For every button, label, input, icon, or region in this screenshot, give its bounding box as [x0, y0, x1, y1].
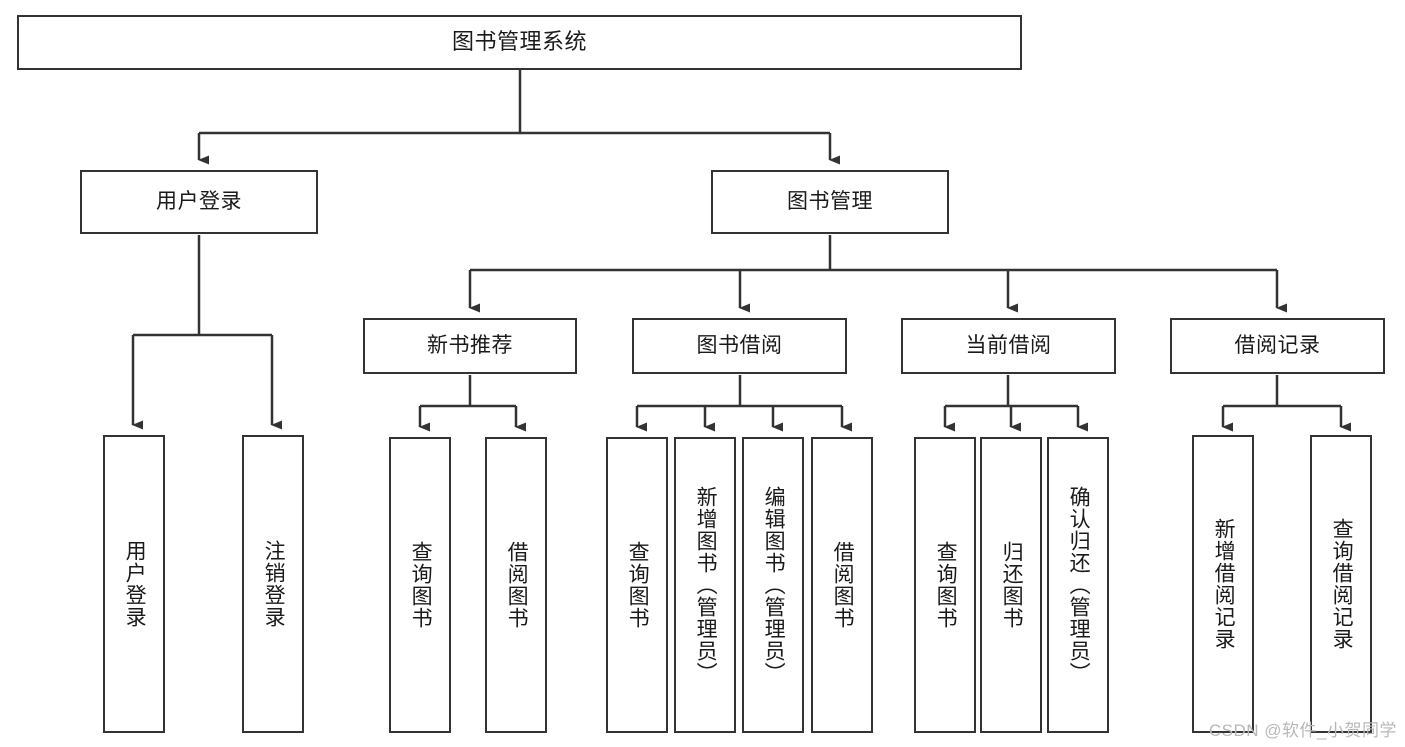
node-leaf-user-logout[interactable]: 注销登录 [242, 435, 304, 733]
node-leaf-add-record[interactable]: 新增借阅记录 [1192, 435, 1254, 733]
node-leaf-return-book-label: 归还图书 [1000, 541, 1024, 629]
node-new-book-recommend-label: 新书推荐 [427, 334, 513, 358]
node-user-login-label: 用户登录 [156, 190, 242, 214]
node-leaf-user-login[interactable]: 用户登录 [103, 435, 165, 733]
node-leaf-query-book-3[interactable]: 查询图书 [914, 437, 976, 733]
node-leaf-confirm-return[interactable]: 确认归还（管理员） [1047, 437, 1109, 733]
node-leaf-add-book[interactable]: 新增图书（管理员） [674, 437, 736, 733]
node-root[interactable]: 图书管理系统 [17, 15, 1022, 70]
node-user-login[interactable]: 用户登录 [80, 170, 318, 234]
node-book-management[interactable]: 图书管理 [711, 170, 949, 234]
node-book-management-label: 图书管理 [787, 190, 873, 214]
node-leaf-borrow-book-1-label: 借阅图书 [505, 541, 529, 629]
node-leaf-query-record-label: 查询借阅记录 [1330, 518, 1354, 650]
node-book-borrow-label: 图书借阅 [696, 334, 783, 358]
node-borrow-record[interactable]: 借阅记录 [1170, 318, 1385, 374]
node-leaf-user-logout-label: 注销登录 [262, 540, 286, 628]
node-leaf-return-book[interactable]: 归还图书 [980, 437, 1042, 733]
node-leaf-confirm-return-label: 确认归还（管理员） [1067, 486, 1091, 684]
node-leaf-query-book-2-label: 查询图书 [626, 541, 650, 629]
node-leaf-borrow-book-2[interactable]: 借阅图书 [811, 437, 873, 733]
watermark: CSDN @软件_小贺同学 [1208, 721, 1397, 740]
node-leaf-add-book-label: 新增图书（管理员） [694, 486, 718, 684]
node-current-borrow-label: 当前借阅 [965, 334, 1052, 358]
node-leaf-query-book-1[interactable]: 查询图书 [389, 437, 451, 733]
node-leaf-add-record-label: 新增借阅记录 [1212, 518, 1236, 650]
node-leaf-query-book-1-label: 查询图书 [409, 541, 433, 629]
node-leaf-borrow-book-2-label: 借阅图书 [831, 541, 855, 629]
node-book-borrow[interactable]: 图书借阅 [632, 318, 847, 374]
node-leaf-query-book-2[interactable]: 查询图书 [606, 437, 668, 733]
node-leaf-query-book-3-label: 查询图书 [934, 541, 958, 629]
node-leaf-borrow-book-1[interactable]: 借阅图书 [485, 437, 547, 733]
node-leaf-edit-book[interactable]: 编辑图书（管理员） [742, 437, 804, 733]
node-new-book-recommend[interactable]: 新书推荐 [363, 318, 577, 374]
node-leaf-user-login-label: 用户登录 [123, 540, 147, 628]
node-leaf-query-record[interactable]: 查询借阅记录 [1310, 435, 1372, 733]
node-borrow-record-label: 借阅记录 [1234, 334, 1321, 358]
node-leaf-edit-book-label: 编辑图书（管理员） [762, 486, 786, 684]
node-root-label: 图书管理系统 [451, 29, 587, 55]
node-current-borrow[interactable]: 当前借阅 [901, 318, 1116, 374]
